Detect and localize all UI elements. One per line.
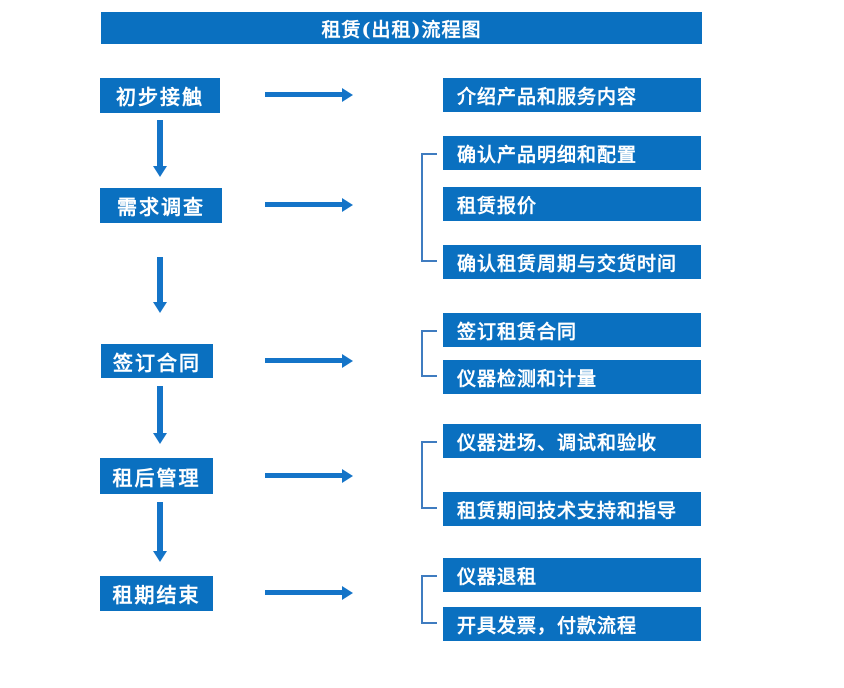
detail-box-sign-rental-contract: 签订租赁合同 (443, 313, 701, 347)
arrow-head (342, 88, 353, 102)
arrow-shaft (265, 473, 343, 478)
arrow-head (342, 469, 353, 483)
group-bracket (421, 330, 437, 377)
arrow-shaft (265, 92, 343, 97)
group-bracket (421, 575, 437, 624)
detail-box-confirm-product-details: 确认产品明细和配置 (443, 136, 701, 170)
flow-arrow-right-icon (265, 354, 353, 368)
arrow-head (342, 354, 353, 368)
arrow-shaft (265, 358, 343, 363)
arrow-head (342, 198, 353, 212)
detail-box-instrument-setup-acceptance: 仪器进场、调试和验收 (443, 424, 701, 458)
group-bracket (421, 441, 437, 509)
arrow-shaft (157, 120, 163, 167)
arrow-shaft (157, 386, 163, 434)
flow-arrow-down-icon (153, 120, 167, 177)
arrow-shaft (265, 590, 343, 595)
arrow-shaft (157, 257, 163, 303)
arrow-head (153, 166, 167, 177)
flow-arrow-right-icon (265, 586, 353, 600)
flow-arrow-down-icon (153, 257, 167, 313)
detail-box-rental-quote: 租赁报价 (443, 187, 701, 221)
detail-box-introduce-products: 介绍产品和服务内容 (443, 78, 701, 112)
detail-box-confirm-period-delivery: 确认租赁周期与交货时间 (443, 245, 701, 279)
detail-box-invoice-payment: 开具发票，付款流程 (443, 607, 701, 641)
stage-post-rental-management: 租后管理 (100, 458, 213, 494)
flow-arrow-right-icon (265, 198, 353, 212)
detail-box-instrument-return: 仪器退租 (443, 558, 701, 592)
arrow-head (153, 551, 167, 562)
detail-box-instrument-testing: 仪器检测和计量 (443, 360, 701, 394)
stage-rental-end: 租期结束 (100, 576, 213, 611)
flow-arrow-right-icon (265, 469, 353, 483)
arrow-head (153, 302, 167, 313)
flow-arrow-right-icon (265, 88, 353, 102)
detail-box-tech-support: 租赁期间技术支持和指导 (443, 492, 701, 526)
flow-arrow-down-icon (153, 386, 167, 444)
stage-initial-contact: 初步接触 (100, 78, 220, 113)
stage-sign-contract: 签订合同 (101, 344, 213, 378)
arrow-head (153, 433, 167, 444)
arrow-shaft (157, 502, 163, 552)
arrow-shaft (265, 202, 343, 207)
flow-arrow-down-icon (153, 502, 167, 562)
page-title: 租赁(出租)流程图 (101, 12, 702, 44)
group-bracket (421, 153, 437, 262)
arrow-head (342, 586, 353, 600)
stage-demand-survey: 需求调查 (100, 188, 222, 223)
